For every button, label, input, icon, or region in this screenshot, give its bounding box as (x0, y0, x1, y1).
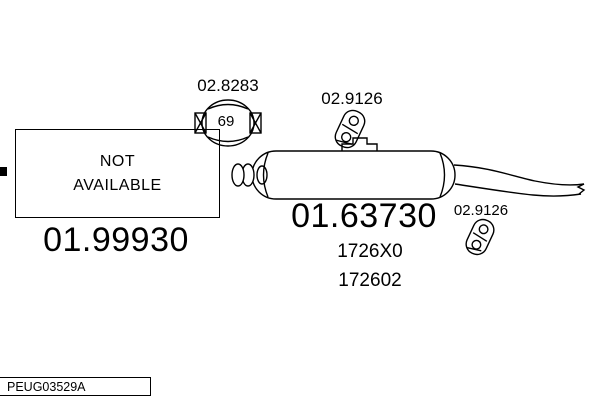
not-available-box: NOT AVAILABLE (15, 129, 220, 218)
front-section-part-number: 01.99930 (43, 221, 189, 259)
clamp-icon (194, 99, 262, 147)
rear-silencer-part-number: 01.63730 (291, 197, 437, 235)
not-available-line2: AVAILABLE (73, 176, 162, 194)
drawing-code: PEUG03529A (7, 380, 86, 394)
clamp-size-label: 69 (217, 113, 235, 130)
left-edge-tick (0, 167, 7, 176)
hanger-top-part-number: 02.9126 (321, 89, 383, 108)
not-available-line1: NOT (99, 152, 136, 170)
oe-ref-1: 1726X0 (337, 241, 403, 262)
drawing-code-box: PEUG03529A (0, 377, 151, 396)
muffler-drawing (231, 137, 586, 200)
hanger-right-icon (465, 218, 495, 256)
hanger-right-part-number: 02.9126 (453, 202, 509, 219)
oe-ref-2: 172602 (338, 270, 402, 291)
clamp-part-number: 02.8283 (197, 76, 259, 95)
